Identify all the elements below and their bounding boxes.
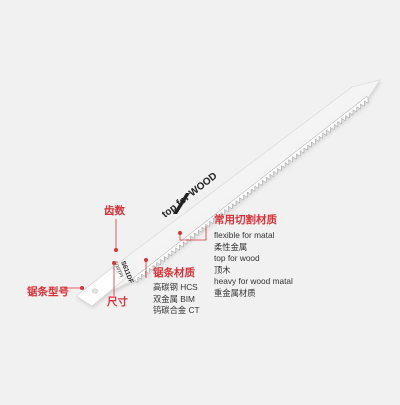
material-item: 双金属 BIM [153, 293, 195, 304]
material-item: 高碳钢 HCS [153, 282, 198, 292]
teeth-label: 齿数 [104, 205, 125, 217]
cutting-item: top for wood [214, 253, 260, 264]
material-dot [144, 258, 148, 262]
material-title: 锯条材质 [153, 267, 195, 279]
model-label: 锯条型号 [27, 286, 69, 298]
cutting-item: 重金属材质 [214, 287, 256, 298]
cutting-dot [178, 231, 182, 235]
cutting-list: flexible for matal 柔性金属 top for wood 顶木 … [214, 230, 293, 300]
brand-stripe-icon [173, 193, 190, 214]
blade-teeth [132, 96, 369, 283]
shank-hole [91, 288, 99, 294]
material-item: 钨碳合金 CT [153, 305, 200, 316]
cutting-item: 顶木 [214, 264, 231, 275]
teeth-dot [114, 248, 118, 252]
cutting-item: heavy for wood matal [214, 276, 293, 287]
material-list: 高碳钢 HCS 双金属 BIM 钨碳合金 CT [153, 282, 200, 317]
cutting-item: 柔性金属 [214, 241, 248, 252]
annotation-leaders [64, 219, 207, 296]
cutting-leader [179, 226, 207, 241]
size-dot [112, 261, 116, 265]
size-label: 尺寸 [107, 296, 128, 308]
cutting-item: flexible for matal [214, 230, 275, 240]
model-dot [80, 286, 84, 290]
tooth-mark: 6/10TPI [112, 261, 124, 279]
cutting-title: 常用切割材质 [214, 214, 277, 226]
blade-shank [75, 267, 127, 307]
saw-blade [75, 79, 381, 307]
